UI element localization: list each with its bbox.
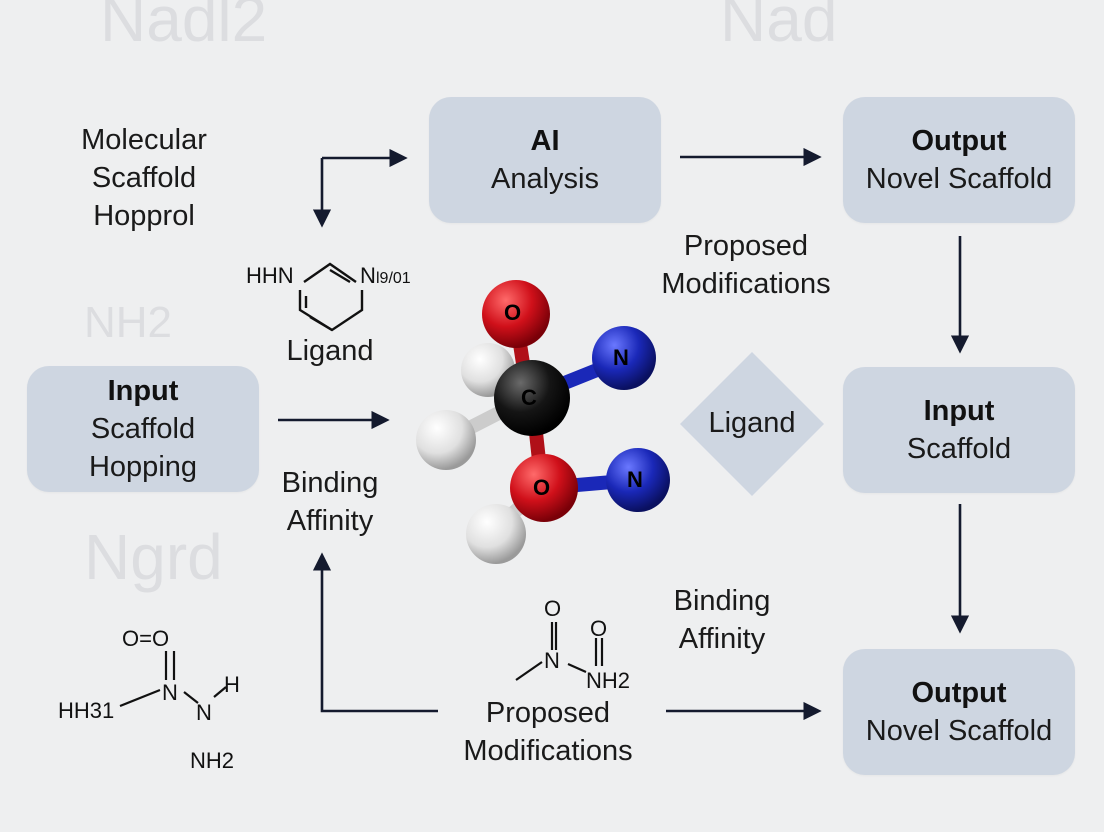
binding-left-line-2: Affinity [286,505,374,537]
diamond-label: Ligand [708,407,796,439]
proposed-top-line-1: Proposed [683,230,809,262]
chem-bl-left: HH31 [58,698,115,723]
top-left-line-1: Molecular [81,124,207,156]
binding-left-line-1: Binding [281,467,379,499]
chem-bl-nh2: NH2 [190,748,235,773]
binding-bottom-line-2: Affinity [678,623,766,655]
top-left-line-2: Scaffold [91,162,197,194]
atom-label-o2: O [533,475,551,500]
input-right-subtitle: Scaffold [906,433,1012,465]
proposed-bottom-line-1: Proposed [485,697,611,729]
chem-bl-n2: N [196,700,212,725]
proposed-modifications-top: Proposed Modifications [640,227,852,303]
input-left-line-3: Hopping [88,451,198,483]
chem-bm-nh2: NH2 [586,668,631,693]
chem-bm-n: N [544,648,560,673]
top-left-line-3: Hopprol [93,200,195,232]
atom-label-n2: N [627,467,643,492]
proposed-bottom-line-2: Modifications [463,735,633,767]
ai-box-title: AI [530,125,560,157]
atom-label-n1: N [613,345,629,370]
output-top-subtitle: Novel Scaffold [865,163,1053,195]
output-bottom-title: Output [911,677,1007,709]
proposed-top-line-2: Modifications [661,268,831,300]
molecule-model [416,280,670,564]
chem-bl-top: O=O [122,626,170,651]
chem-bm-o2: O [590,616,608,641]
ligand-formula-suffix: l9/01 [376,270,411,287]
input-left-line-2: Scaffold [90,413,196,445]
binding-affinity-left: Binding Affinity [260,464,400,540]
chem-bottom-left-bonds [119,651,227,708]
input-left-box: Input Scaffold Hopping [27,366,259,492]
input-right-title: Input [923,395,995,427]
chem-bl-n1: N [162,680,178,705]
ligand-label: Ligand [286,335,374,367]
ai-box-subtitle: Analysis [491,163,599,195]
output-bottom-subtitle: Novel Scaffold [865,715,1053,747]
chem-bl-h: H [224,672,240,697]
ligand-ring [298,262,364,332]
output-top-box: Output Novel Scaffold [843,97,1075,223]
ligand-formula-right: N [360,263,376,288]
binding-affinity-bottom: Binding Affinity [650,582,794,658]
atom-label-c: C [521,385,537,410]
input-right-box: Input Scaffold [843,367,1075,493]
binding-bottom-line-1: Binding [673,585,771,617]
atom-label-o1: O [504,300,522,325]
ligand-diamond [680,352,824,496]
arrow-proposed-to-binding [312,552,438,713]
molecular-scaffold-label: Molecular Scaffold Hopprol [56,121,232,235]
chem-bottom-mid-bonds [515,622,604,681]
input-left-title: Input [107,375,179,407]
ligand-formula-left: HHN [246,263,294,288]
output-top-title: Output [911,125,1007,157]
ai-analysis-box: AI Analysis [429,97,661,223]
output-bottom-box: Output Novel Scaffold [843,649,1075,775]
chem-bm-o1: O [544,596,562,621]
proposed-modifications-bottom: Proposed Modifications [442,694,654,770]
